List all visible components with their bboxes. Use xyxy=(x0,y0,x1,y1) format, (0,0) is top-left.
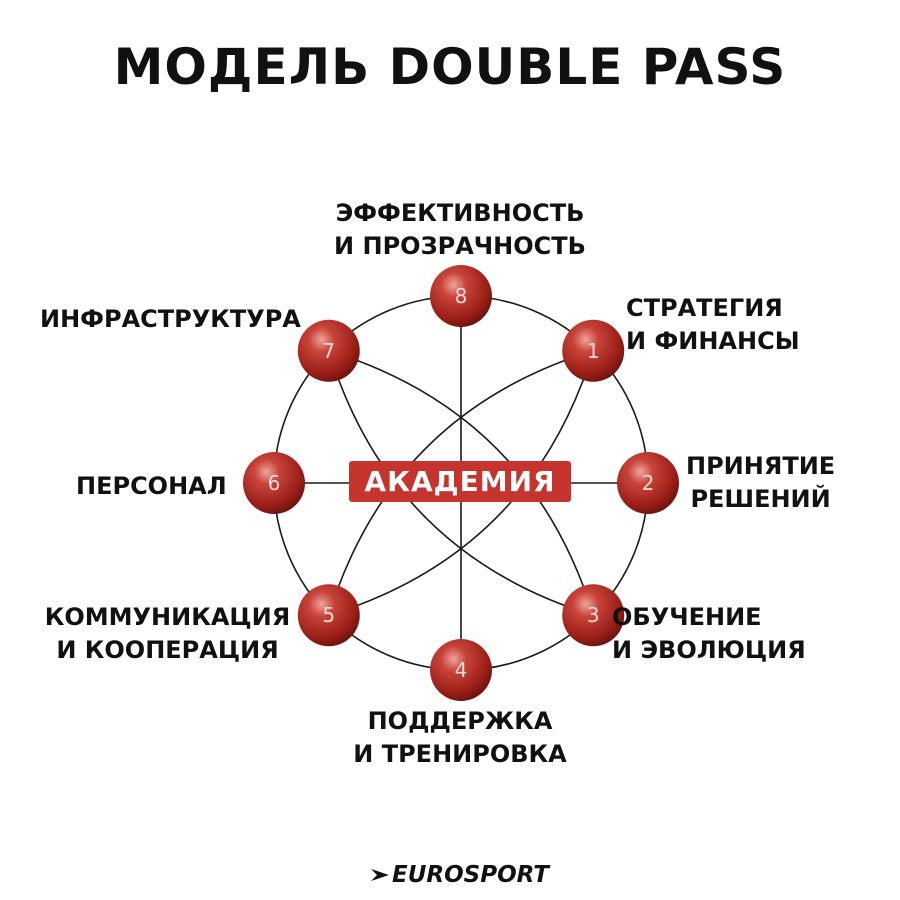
node-label-5: КОММУНИКАЦИЯ И КООПЕРАЦИЯ xyxy=(44,603,291,664)
node-circle xyxy=(243,452,305,514)
diagonal-7-3b xyxy=(328,350,594,616)
node-label-4: ПОДДЕРЖКА И ТРЕНИРОВКА xyxy=(353,707,567,768)
node-circle xyxy=(617,452,679,514)
node-number: 6 xyxy=(268,471,281,495)
node-ball-7: 7 xyxy=(297,319,360,382)
node-number: 4 xyxy=(455,658,468,682)
node-label-1: СТРАТЕГИЯ И ФИНАНСЫ xyxy=(626,294,800,355)
node-circle xyxy=(562,319,625,382)
node-label-6: ПЕРСОНАЛ xyxy=(76,472,227,500)
eurosport-star-icon xyxy=(371,869,389,881)
node-number: 7 xyxy=(322,339,335,363)
node-ball-4: 4 xyxy=(430,639,492,701)
node-label-3: ОБУЧЕНИЕ И ЭВОЛЮЦИЯ xyxy=(612,603,806,664)
node-ball-8: 8 xyxy=(430,265,492,327)
node-circle xyxy=(297,584,360,647)
center-academy-label: АКАДЕМИЯ xyxy=(349,461,571,502)
node-number: 8 xyxy=(455,284,468,308)
node-number: 1 xyxy=(587,339,600,363)
node-ball-6: 6 xyxy=(243,452,305,514)
node-circle xyxy=(562,584,625,647)
node-label-2: ПРИНЯТИЕ РЕШЕНИЙ xyxy=(686,452,836,513)
nodes: 1 2 3 4 5 6 7 8 xyxy=(243,265,679,701)
eurosport-logo: EUROSPORT xyxy=(370,860,549,890)
diagonal-7-3a xyxy=(328,350,594,616)
node-number: 3 xyxy=(587,603,600,627)
node-label-7: ИНФРАСТРУКТУРА xyxy=(40,305,301,333)
footer-brand-text: EUROSPORT xyxy=(392,862,549,888)
diagonal-1-5a xyxy=(328,350,594,616)
node-ball-1: 1 xyxy=(562,319,625,382)
node-label-8: ЭФФЕКТИВНОСТЬ И ПРОЗРАЧНОСТЬ xyxy=(334,199,586,260)
node-circle xyxy=(297,319,360,382)
node-ball-2: 2 xyxy=(617,452,679,514)
node-number: 5 xyxy=(322,603,335,627)
node-ball-3: 3 xyxy=(562,584,625,647)
node-ball-5: 5 xyxy=(297,584,360,647)
node-circle xyxy=(430,639,492,701)
node-circle xyxy=(430,265,492,327)
node-number: 2 xyxy=(642,471,655,495)
diagonal-1-5b xyxy=(328,350,594,616)
diagram-title: МОДЕЛЬ DOUBLE PASS xyxy=(113,38,787,96)
